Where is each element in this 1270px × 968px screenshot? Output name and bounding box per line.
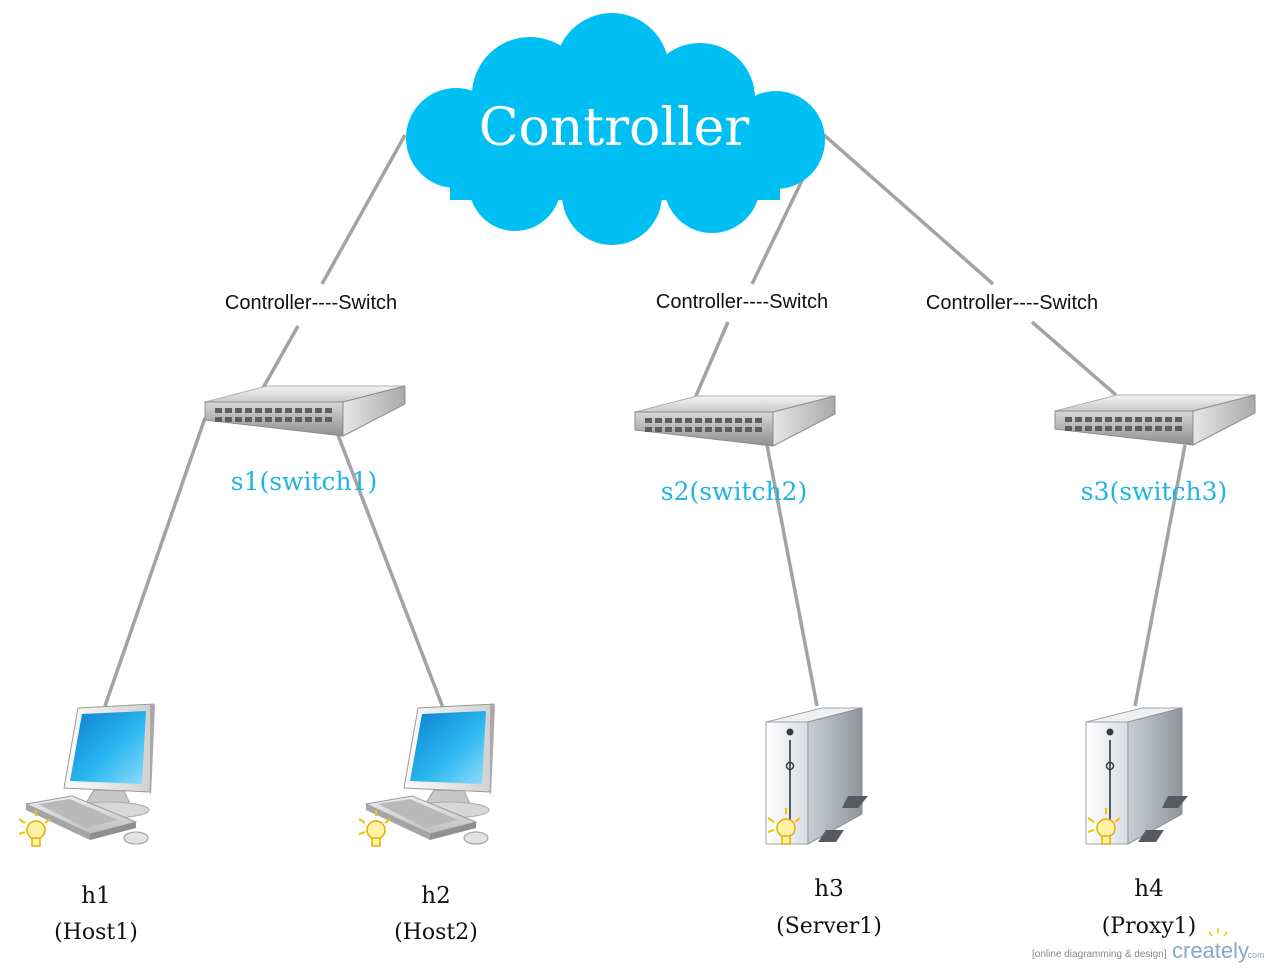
host-role-h2: (Host2) [394, 920, 478, 945]
link-label-controller-s2: Controller----Switch [656, 291, 828, 313]
switch-s3[interactable] [1054, 394, 1256, 446]
link-s1-h2 [336, 434, 447, 714]
watermark-tagline: [online diagramming & design] [1032, 949, 1167, 960]
desktop-computer-icon [358, 703, 495, 847]
switch-s2[interactable] [634, 395, 836, 447]
controller-cloud[interactable]: Controller [406, 13, 825, 245]
watermark-suffix: .com [1245, 950, 1265, 960]
link-s1-h1 [103, 417, 207, 707]
link-controller-s2-lower [693, 321, 730, 399]
link-controller-s3-upper [822, 133, 995, 286]
watermark-brand: creately [1172, 938, 1249, 963]
host-name-h1: h1 [81, 883, 110, 909]
lightbulb-icon [18, 810, 51, 847]
host-name-h3: h3 [814, 876, 843, 902]
controller-label: Controller [479, 98, 750, 158]
host-role-h1: (Host1) [54, 920, 138, 945]
lightbulb-icon [767, 808, 801, 845]
link-label-controller-s3: Controller----Switch [926, 292, 1098, 314]
cloud-icon [406, 13, 825, 245]
switch-s1[interactable] [204, 385, 406, 437]
host-h4[interactable] [1085, 707, 1188, 845]
host-role-h4: (Proxy1) [1102, 914, 1197, 939]
link-label-controller-s1: Controller----Switch [225, 292, 397, 314]
link-s2-h3 [765, 444, 819, 707]
network-switch-icon [204, 385, 406, 437]
switch-label-s2: s2(switch2) [661, 477, 808, 506]
link-s3-h4 [1133, 444, 1187, 707]
host-h2[interactable] [358, 703, 495, 847]
network-switch-icon [634, 395, 836, 447]
switch-label-s3: s3(switch3) [1081, 477, 1228, 506]
desktop-computer-icon [18, 703, 155, 847]
host-name-h2: h2 [421, 883, 450, 909]
host-name-h4: h4 [1134, 876, 1163, 902]
link-controller-s3-lower [1030, 320, 1118, 397]
creately-watermark[interactable]: [online diagramming & design] creately .… [1032, 928, 1265, 963]
sun-icon [1208, 928, 1228, 937]
tower-server-icon [1085, 707, 1188, 845]
link-controller-s1-lower [261, 325, 300, 389]
switch-label-s1: s1(switch1) [231, 467, 378, 496]
tower-server-icon [765, 707, 868, 845]
lightbulb-icon [1087, 808, 1121, 845]
host-h1[interactable] [18, 703, 155, 847]
host-role-h3: (Server1) [776, 914, 882, 939]
link-controller-s1-upper [320, 134, 407, 285]
network-switch-icon [1054, 394, 1256, 446]
host-h3[interactable] [765, 707, 868, 845]
lightbulb-icon [358, 810, 391, 847]
